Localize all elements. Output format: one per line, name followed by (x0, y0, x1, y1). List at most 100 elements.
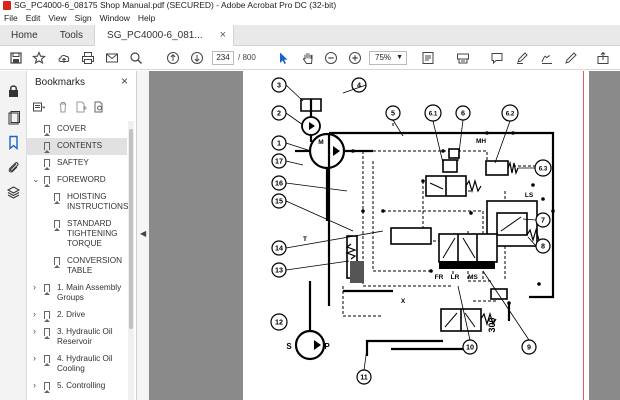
menu-edit[interactable]: Edit (25, 13, 41, 23)
draw-signature-icon[interactable] (539, 50, 555, 66)
email-icon[interactable] (104, 50, 120, 66)
bookmark-icon (54, 220, 60, 231)
scan-tool-icon[interactable] (455, 50, 471, 66)
tab-document[interactable]: SG_PC4000-6_081... × (94, 25, 235, 46)
layers-icon[interactable] (6, 185, 21, 200)
bookmark-controlling[interactable]: › 5. Controlling (27, 378, 127, 395)
bookmark-icon (44, 328, 50, 339)
page-total: / 800 (238, 53, 256, 62)
fit-page-icon[interactable] (420, 50, 436, 66)
bookmark-icon (54, 193, 60, 204)
search-icon[interactable] (128, 50, 144, 66)
close-icon[interactable]: × (120, 74, 128, 88)
menu-bar: File Edit View Sign Window Help (0, 11, 620, 25)
bookmark-cover[interactable]: COVER (27, 121, 127, 138)
callout-15: 15 (275, 197, 283, 206)
select-cursor-icon[interactable] (275, 50, 291, 66)
port-label-300: 300 (487, 317, 497, 332)
bookmarks-scrollbar[interactable] (128, 121, 134, 400)
upload-cloud-icon[interactable] (56, 50, 72, 66)
bookmark-icon (44, 355, 50, 366)
page-number-input[interactable]: 234 (212, 51, 234, 65)
menu-file[interactable]: File (4, 13, 18, 23)
bookmark-hydraulic-oil-cooling[interactable]: › 4. Hydraulic Oil Cooling (27, 351, 127, 378)
callout-14: 14 (275, 244, 283, 253)
bookmark-icon (44, 311, 50, 322)
chevron-right-icon[interactable]: › (33, 380, 36, 390)
sign-pen-icon[interactable] (563, 50, 579, 66)
bookmark-panel-icon[interactable] (6, 135, 21, 151)
tab-tools[interactable]: Tools (59, 30, 84, 41)
chevron-left-icon: ◀ (140, 229, 147, 238)
lock-icon[interactable] (6, 83, 21, 98)
page-thumbnails-icon[interactable] (6, 111, 21, 126)
bookmark-hydraulic-oil-reservoir[interactable]: › 3. Hydraulic Oil Reservoir (27, 324, 127, 351)
comment-icon[interactable] (489, 50, 505, 66)
tab-home[interactable]: Home (11, 30, 38, 41)
bookmark-label: 1. Main Assembly Groups (57, 283, 122, 302)
chevron-right-icon[interactable]: › (33, 326, 36, 336)
callout-12: 12 (275, 318, 283, 327)
bookmark-icon (44, 159, 50, 170)
port-label-t: T (303, 236, 307, 243)
panel-collapse-handle[interactable]: ◀ (137, 71, 149, 400)
bookmark-icon (44, 284, 50, 295)
bookmark-main-assembly-groups[interactable]: › 1. Main Assembly Groups (27, 280, 127, 307)
callout-11: 11 (360, 373, 368, 382)
zoom-level-select[interactable]: 75% ▼ (369, 51, 407, 65)
bookmark-label: CONVERSION TABLE (67, 256, 123, 275)
document-edge-marker (583, 71, 584, 400)
menu-view[interactable]: View (48, 13, 67, 23)
print-icon[interactable] (80, 50, 96, 66)
callout-4: 4 (357, 81, 361, 90)
callout-6-1: 6.1 (429, 111, 438, 118)
highlight-pen-icon[interactable] (514, 50, 530, 66)
menu-help[interactable]: Help (137, 13, 156, 23)
bookmark-conversion-table[interactable]: CONVERSION TABLE (27, 253, 127, 280)
delete-bookmark-icon[interactable] (57, 101, 69, 113)
bookmarks-panel: Bookmarks × COVER CONTENTS SAFTEY ⌄ (27, 71, 137, 400)
menu-window[interactable]: Window (99, 13, 130, 23)
attachment-icon[interactable] (6, 160, 21, 175)
bookmark-contents[interactable]: CONTENTS (27, 138, 127, 155)
bookmarks-panel-title: Bookmarks (35, 77, 86, 88)
port-label-mh: MH (476, 138, 486, 145)
find-bookmark-icon[interactable] (93, 101, 105, 113)
chevron-right-icon[interactable]: › (33, 282, 36, 292)
save-icon[interactable] (8, 50, 24, 66)
document-viewer[interactable]: 3 2 1 17 16 15 14 13 12 4 5 6.1 6 6.2 6.… (149, 71, 620, 400)
next-page-icon[interactable] (189, 50, 205, 66)
bookmark-hoisting-instructions[interactable]: HOISTING INSTRUCTIONS (27, 189, 128, 216)
scrollbar-thumb[interactable] (129, 129, 133, 329)
zoom-in-icon[interactable] (347, 50, 363, 66)
previous-page-icon[interactable] (165, 50, 181, 66)
bookmark-label: CONTENTS (57, 141, 103, 150)
chevron-down-icon[interactable]: ⌄ (32, 174, 40, 184)
hand-tool-icon[interactable] (300, 50, 316, 66)
bookmarks-toolbar (33, 99, 105, 115)
callout-6-2: 6.2 (506, 111, 515, 118)
callout-5: 5 (391, 109, 395, 118)
chevron-right-icon[interactable]: › (33, 309, 36, 319)
bookmark-icon (44, 176, 50, 187)
bookmark-foreword[interactable]: ⌄ FOREWORD (27, 172, 127, 189)
bookmark-saftey[interactable]: SAFTEY (27, 155, 127, 172)
port-label-x: X (401, 298, 406, 305)
chevron-right-icon[interactable]: › (33, 353, 36, 363)
zoom-out-icon[interactable] (323, 50, 339, 66)
port-label-p: P (324, 342, 330, 351)
callout-3: 3 (277, 81, 281, 90)
share-icon[interactable] (595, 50, 611, 66)
navigation-rail (0, 71, 27, 400)
star-icon[interactable] (31, 50, 47, 66)
bookmark-label: STANDARD TIGHTENING TORQUE (67, 219, 118, 248)
new-bookmark-icon[interactable] (75, 101, 87, 113)
bookmark-options-icon[interactable] (33, 101, 46, 113)
menu-sign[interactable]: Sign (74, 13, 92, 23)
tab-close-icon[interactable]: × (219, 29, 227, 41)
bookmark-drive[interactable]: › 2. Drive (27, 307, 127, 324)
callout-6-3: 6.3 (539, 166, 548, 173)
bookmark-standard-tightening-torque[interactable]: STANDARD TIGHTENING TORQUE (27, 216, 127, 253)
hydraulic-schematic-diagram: 3 2 1 17 16 15 14 13 12 4 5 6.1 6 6.2 6.… (270, 77, 555, 385)
port-label-s: S (286, 342, 292, 351)
